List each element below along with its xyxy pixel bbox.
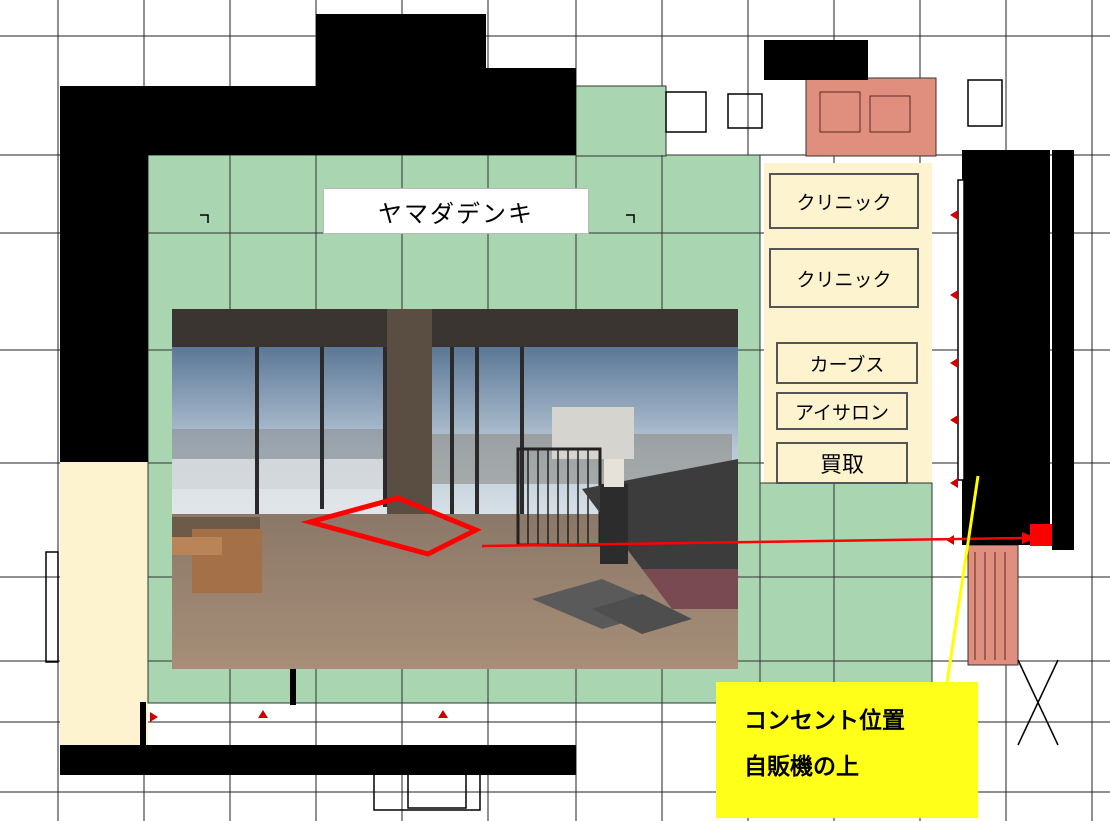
callout-line-1: コンセント位置 xyxy=(744,708,905,734)
tenant-label-curves: カーブス xyxy=(776,342,918,384)
callout-line-2: 自販機の上 xyxy=(744,754,859,780)
tenant-label-eye-salon: アイサロン xyxy=(776,392,908,430)
tenant-label-clinic-2: クリニック xyxy=(769,248,919,308)
tenant-label-clinic-1: クリニック xyxy=(769,173,919,229)
lobby-photo xyxy=(172,309,738,669)
outlet-location-callout: コンセント位置 自販機の上 xyxy=(716,682,978,818)
fixtures xyxy=(45,79,1059,811)
tenant-label-kaitori: 買取 xyxy=(776,442,908,484)
store-label-yamada-denki: ヤマダデンキ xyxy=(323,188,589,234)
outer-walls xyxy=(60,14,1074,775)
